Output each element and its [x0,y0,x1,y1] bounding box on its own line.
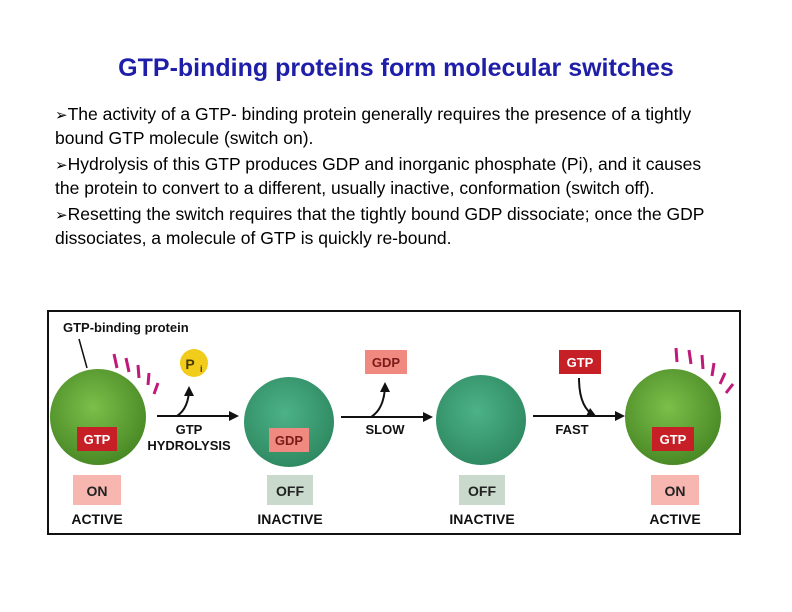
pi-circle-icon: P i [180,349,208,377]
label-pointer-line [78,338,88,369]
svg-text:P: P [185,356,194,372]
gtp-switch-figure: GTP-binding protein GTP ON ACTIVE P i [47,310,741,535]
active-protein-gtp-2: GTP [625,369,721,465]
state-label-active-2: ACTIVE [649,511,700,527]
slide-title: GTP-binding proteins form molecular swit… [118,54,674,82]
step2-label: SLOW [366,422,406,437]
inactive-protein-gdp: GDP [244,377,334,467]
on-badge: ON [73,475,121,505]
svg-text:i: i [200,364,203,374]
arrow-bullet-icon: ➢ [55,106,68,124]
svg-text:GTP: GTP [567,355,594,370]
empty-protein [436,375,526,465]
step1-line2: HYDROLYSIS [147,438,231,453]
svg-text:ON: ON [87,483,108,499]
gtp-binding-arrow [578,377,597,417]
gdp-release-arrow [370,382,390,418]
bullet-item: ➢Resetting the switch requires that the … [55,204,705,248]
active-rays-icon [674,347,735,394]
arrow-bullet-icon: ➢ [55,156,68,174]
svg-text:OFF: OFF [276,483,304,499]
switch-cycle-diagram: GTP-binding protein GTP ON ACTIVE P i [50,320,735,527]
svg-text:GDP: GDP [372,355,401,370]
on-badge-2: ON [651,475,699,505]
off-badge-2: OFF [459,475,505,505]
protein-label: GTP-binding protein [63,320,189,335]
state-label-inactive-2: INACTIVE [449,511,514,527]
svg-text:ON: ON [665,483,686,499]
active-protein-gtp: GTP [50,369,146,465]
state-label-active: ACTIVE [71,511,122,527]
bullet-item: ➢The activity of a GTP- binding protein … [55,104,692,148]
bullet-list: ➢The activity of a GTP- binding protein … [55,103,720,253]
bullet-item: ➢Hydrolysis of this GTP produces GDP and… [55,154,702,198]
svg-text:GTP: GTP [84,432,111,447]
incoming-gtp-box: GTP [559,350,601,374]
step1-line1: GTP [176,422,203,437]
step3-label: FAST [555,422,588,437]
svg-text:GTP: GTP [660,432,687,447]
off-badge-1: OFF [267,475,313,505]
released-gdp-box: GDP [365,350,407,374]
svg-text:GDP: GDP [275,433,304,448]
svg-text:OFF: OFF [468,483,496,499]
arrow-bullet-icon: ➢ [55,206,68,224]
active-rays-icon [112,353,160,395]
pi-release-arrow [176,386,194,417]
state-label-inactive-1: INACTIVE [257,511,322,527]
